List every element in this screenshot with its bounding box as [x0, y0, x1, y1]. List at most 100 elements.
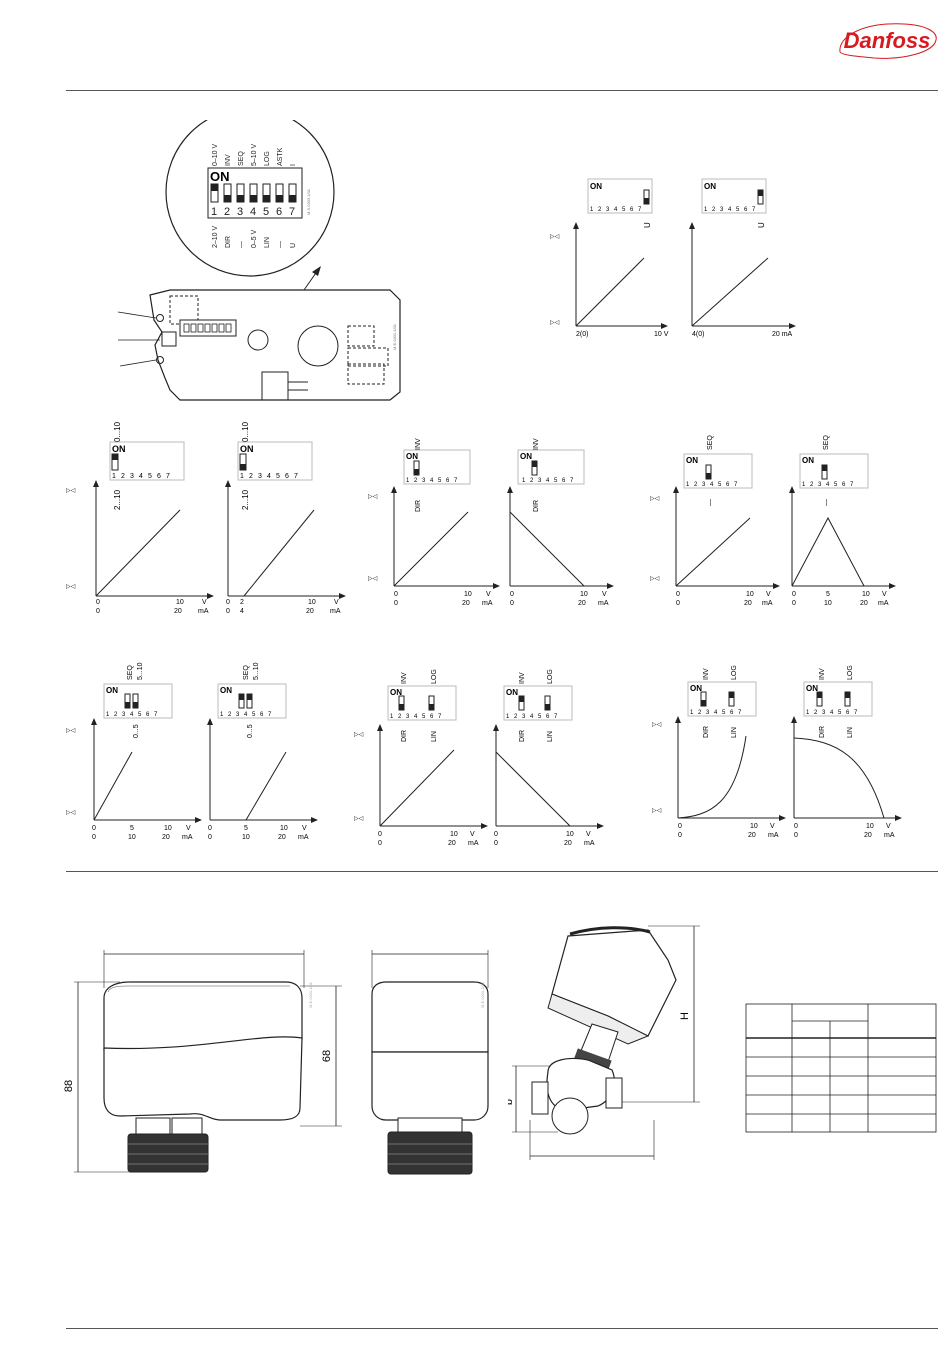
svg-text:1: 1 [506, 714, 510, 720]
side-label-dir: DIR [519, 730, 526, 742]
svg-text:1: 1 [112, 473, 116, 480]
x-ma-10: 10 [128, 834, 136, 841]
middle-rule [66, 871, 938, 872]
svg-text:1: 1 [690, 710, 694, 716]
dip-on: ON [220, 686, 232, 695]
svg-text:▷◁: ▷◁ [652, 722, 662, 728]
response-line [675, 517, 751, 587]
svg-text:6: 6 [744, 207, 748, 213]
switch-number-3: 3 [237, 206, 243, 218]
x-v-0: 0 [678, 823, 682, 830]
svg-text:6: 6 [430, 714, 434, 720]
circuit-board [149, 289, 401, 401]
top-label-range: 5...10 [137, 662, 144, 680]
side-label-lin: LIN [731, 727, 738, 738]
top-label: INV [533, 438, 540, 450]
svg-text:5: 5 [622, 207, 626, 213]
svg-text:7: 7 [438, 714, 442, 720]
dip-on: ON [506, 688, 518, 697]
dip-on: ON [240, 444, 254, 454]
svg-text:1: 1 [106, 712, 110, 718]
svg-text:4: 4 [728, 207, 732, 213]
svg-text:2: 2 [514, 714, 518, 720]
ref-code-side: M.E.0201.1/01 [480, 981, 485, 1008]
dip-on: ON [690, 684, 702, 693]
x-ma-0: 0 [494, 840, 498, 847]
response-curve [677, 735, 747, 819]
x-v-unit: V [766, 591, 771, 598]
brand-name: Danfoss [844, 28, 931, 53]
x-v-unit: V [886, 823, 891, 830]
x-v-0: 0 [794, 823, 798, 830]
dip-on: ON [106, 686, 118, 695]
ref-code-front: M.E.0201.1/01 [308, 981, 313, 1008]
valve-b-label: b [508, 1099, 515, 1105]
svg-text:2: 2 [712, 207, 716, 213]
svg-text:3: 3 [818, 482, 822, 488]
svg-text:3: 3 [236, 712, 240, 718]
x-v-5: 5 [244, 825, 248, 832]
top-label: INV [415, 438, 422, 450]
svg-text:▷◁: ▷◁ [550, 234, 560, 240]
svg-text:7: 7 [738, 710, 742, 716]
svg-text:5: 5 [138, 712, 142, 718]
svg-text:6: 6 [730, 710, 734, 716]
side-label: — [823, 499, 830, 506]
x-ma-unit: mA [198, 608, 209, 615]
x-v-unit: V [202, 599, 207, 606]
top-label: 0...10 [113, 421, 122, 442]
x-v-10: 10 [750, 823, 758, 830]
side-label: 0...5 [133, 724, 140, 738]
switch-label-top-7: I [290, 164, 297, 166]
switch-number-5: 5 [263, 206, 269, 218]
x-start: 4(0) [692, 331, 704, 338]
svg-text:4: 4 [139, 473, 143, 480]
svg-text:2: 2 [249, 473, 253, 480]
x-v-0: 0 [208, 825, 212, 832]
svg-text:5: 5 [538, 714, 542, 720]
svg-text:3: 3 [258, 473, 262, 480]
circuit-board-diagram: 0–10 V INV SEQ 5–10 V LOG ASTK I ON 1 2 … [117, 120, 401, 401]
svg-text:6: 6 [562, 478, 566, 484]
x-ma-20: 20 [306, 608, 314, 615]
x-ma-20: 20 [174, 608, 182, 615]
top-label: SEQ [823, 435, 830, 450]
top-label-inv: INV [519, 672, 526, 684]
svg-text:5: 5 [252, 712, 256, 718]
dip-on: ON [806, 684, 818, 693]
x-ma-unit: mA [482, 600, 493, 607]
x-ma-0: 0 [794, 832, 798, 839]
switch-number-6: 6 [276, 206, 282, 218]
x-ma-0: 0 [678, 832, 682, 839]
x-v-0: 0 [394, 591, 398, 598]
svg-text:5: 5 [148, 473, 152, 480]
side-label-dir: DIR [703, 726, 710, 738]
svg-text:4: 4 [826, 482, 830, 488]
svg-text:▷◁: ▷◁ [650, 496, 660, 502]
x-ma-20: 20 [744, 600, 752, 607]
x-v-0: 0 [92, 825, 96, 832]
svg-text:6: 6 [726, 482, 730, 488]
svg-text:4: 4 [830, 710, 834, 716]
response-line [95, 509, 181, 597]
dip-on: ON [704, 182, 716, 191]
svg-text:7: 7 [166, 473, 170, 480]
svg-text:5: 5 [722, 710, 726, 716]
svg-text:2: 2 [121, 473, 125, 480]
svg-text:2: 2 [398, 714, 402, 720]
side-label: 2...10 [241, 489, 250, 510]
svg-text:6: 6 [446, 478, 450, 484]
svg-text:▷◁: ▷◁ [368, 494, 378, 500]
x-v-10: 10 [176, 599, 184, 606]
svg-text:1: 1 [806, 710, 810, 716]
switch-number-7: 7 [289, 206, 295, 218]
svg-text:7: 7 [850, 482, 854, 488]
svg-text:1: 1 [390, 714, 394, 720]
x-v-0: 0 [792, 591, 796, 598]
svg-text:5: 5 [554, 478, 558, 484]
x-ma-unit: mA [598, 600, 609, 607]
